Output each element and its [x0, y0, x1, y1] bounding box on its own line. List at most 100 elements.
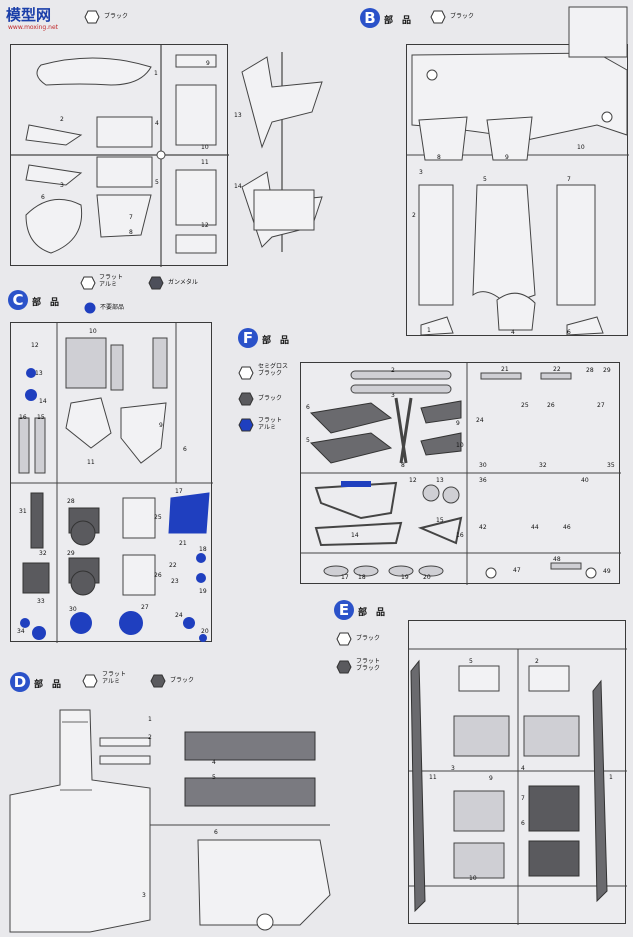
- part-number: 40: [581, 477, 589, 484]
- part-number: 32: [539, 462, 547, 469]
- runner-b-parts: [407, 6, 629, 336]
- part-number: 5: [483, 176, 487, 183]
- part-number: 7: [567, 176, 571, 183]
- legend-f-black: ブラック: [258, 395, 283, 402]
- part-number: 4: [521, 765, 525, 772]
- section-label: 部 品: [32, 298, 60, 308]
- part-number: 36: [479, 477, 487, 484]
- hex-filled-icon: [238, 392, 254, 406]
- part-number: 6: [41, 194, 45, 201]
- part-number: 4: [511, 329, 515, 336]
- part-number: 42: [479, 524, 487, 531]
- part-number: 27: [141, 604, 149, 611]
- part-number: 49: [603, 568, 611, 575]
- section-label: 部 品: [34, 680, 62, 690]
- part-number: 10: [201, 144, 209, 151]
- part-number: 7: [521, 795, 525, 802]
- part-number: 47: [513, 567, 521, 574]
- part-number: 16: [456, 532, 464, 539]
- part-number: 4: [212, 759, 216, 766]
- legend-c-unused: 不要部品: [100, 304, 125, 311]
- part-number: 5: [212, 774, 216, 781]
- part-number: 26: [154, 572, 162, 579]
- hex-outline-icon: [336, 632, 352, 646]
- part-number: 13: [35, 370, 43, 377]
- part-number: 25: [154, 514, 162, 521]
- part-number: 9: [505, 154, 509, 161]
- part-number: 29: [67, 550, 75, 557]
- runner-b-frame: 1 2 3 4 5 6 7 8 9 10: [406, 6, 629, 336]
- part-number: 22: [169, 562, 177, 569]
- section-letter-b: B: [360, 8, 380, 28]
- runner-f-frame: 2 3 6 5 8 9 10 12 13 14 15 16 17 18 19 2…: [300, 362, 621, 585]
- part-number: 15: [37, 414, 45, 421]
- part-number: 11: [201, 159, 209, 166]
- part-number: 24: [175, 612, 183, 619]
- part-number: 35: [607, 462, 615, 469]
- runner-f-parts: [301, 363, 621, 585]
- part-number: 7: [129, 214, 133, 221]
- part-number: 2: [535, 658, 539, 665]
- legend-e-black: ブラック: [356, 635, 381, 642]
- legend-f-flat-aluminum: フラット アルミ: [258, 417, 283, 431]
- legend-d-black: ブラック: [170, 677, 195, 684]
- part-number: 20: [201, 628, 209, 635]
- part-number: 1: [609, 774, 613, 781]
- part-number: 31: [19, 508, 27, 515]
- part-number: 34: [17, 628, 25, 635]
- hex-blue-icon: [238, 418, 254, 432]
- part-number: 44: [531, 524, 539, 531]
- hex-outline-icon: [80, 276, 96, 290]
- watermark-name: 模型网: [6, 6, 52, 24]
- part-number: 3: [60, 182, 64, 189]
- part-number: 2: [391, 367, 395, 374]
- section-letter-e: E: [334, 600, 354, 620]
- runner-a-parts: [11, 45, 229, 267]
- part-number: 9: [489, 775, 493, 782]
- hex-filled-icon: [148, 276, 164, 290]
- legend-e-flat-black: フラット ブラック: [356, 658, 381, 672]
- part-number: 30: [69, 606, 77, 613]
- part-number: 3: [419, 169, 423, 176]
- part-number: 3: [391, 392, 395, 399]
- part-number: 15: [436, 517, 444, 524]
- hex-outline-icon: [430, 10, 446, 24]
- part-number: 9: [159, 422, 163, 429]
- part-number: 13: [234, 112, 242, 119]
- part-number: 30: [479, 462, 487, 469]
- part-number: 18: [199, 546, 207, 553]
- part-number: 22: [553, 366, 561, 373]
- section-letter-d: D: [10, 672, 30, 692]
- part-number: 10: [469, 875, 477, 882]
- part-number: 10: [89, 328, 97, 335]
- legend-f-semigloss-black: セミグロス ブラック: [258, 363, 289, 377]
- legend-d-flat-aluminum: フラット アルミ: [102, 671, 127, 685]
- part-number: 12: [31, 342, 39, 349]
- watermark-url: www.moxing.net: [8, 24, 58, 31]
- runner-c-parts: [11, 323, 213, 643]
- part-number: 12: [201, 222, 209, 229]
- part-number: 9: [456, 420, 460, 427]
- part-number: 4: [155, 120, 159, 127]
- part-number: 21: [179, 540, 187, 547]
- part-number: 17: [341, 574, 349, 581]
- section-label: 部 品: [358, 608, 386, 618]
- runner-a-frame: 1 2 3 4 5 6 7 8 9 10 11 12: [10, 44, 229, 267]
- section-letter-c: C: [8, 290, 28, 310]
- part-number: 20: [423, 574, 431, 581]
- part-number: 1: [148, 716, 152, 723]
- part-number: 25: [521, 402, 529, 409]
- part-number: 21: [501, 366, 509, 373]
- part-number: 3: [142, 892, 146, 899]
- part-number: 2: [412, 212, 416, 219]
- part-number: 2: [148, 734, 152, 741]
- part-number: 6: [521, 820, 525, 827]
- legend-b-black: ブラック: [450, 13, 475, 20]
- part-number: 18: [358, 574, 366, 581]
- part-number: 8: [129, 229, 133, 236]
- part-number: 5: [306, 437, 310, 444]
- blue-dot-icon: [84, 302, 96, 314]
- part-number: 8: [437, 154, 441, 161]
- hex-filled-icon: [150, 674, 166, 688]
- part-number: 14: [234, 183, 242, 190]
